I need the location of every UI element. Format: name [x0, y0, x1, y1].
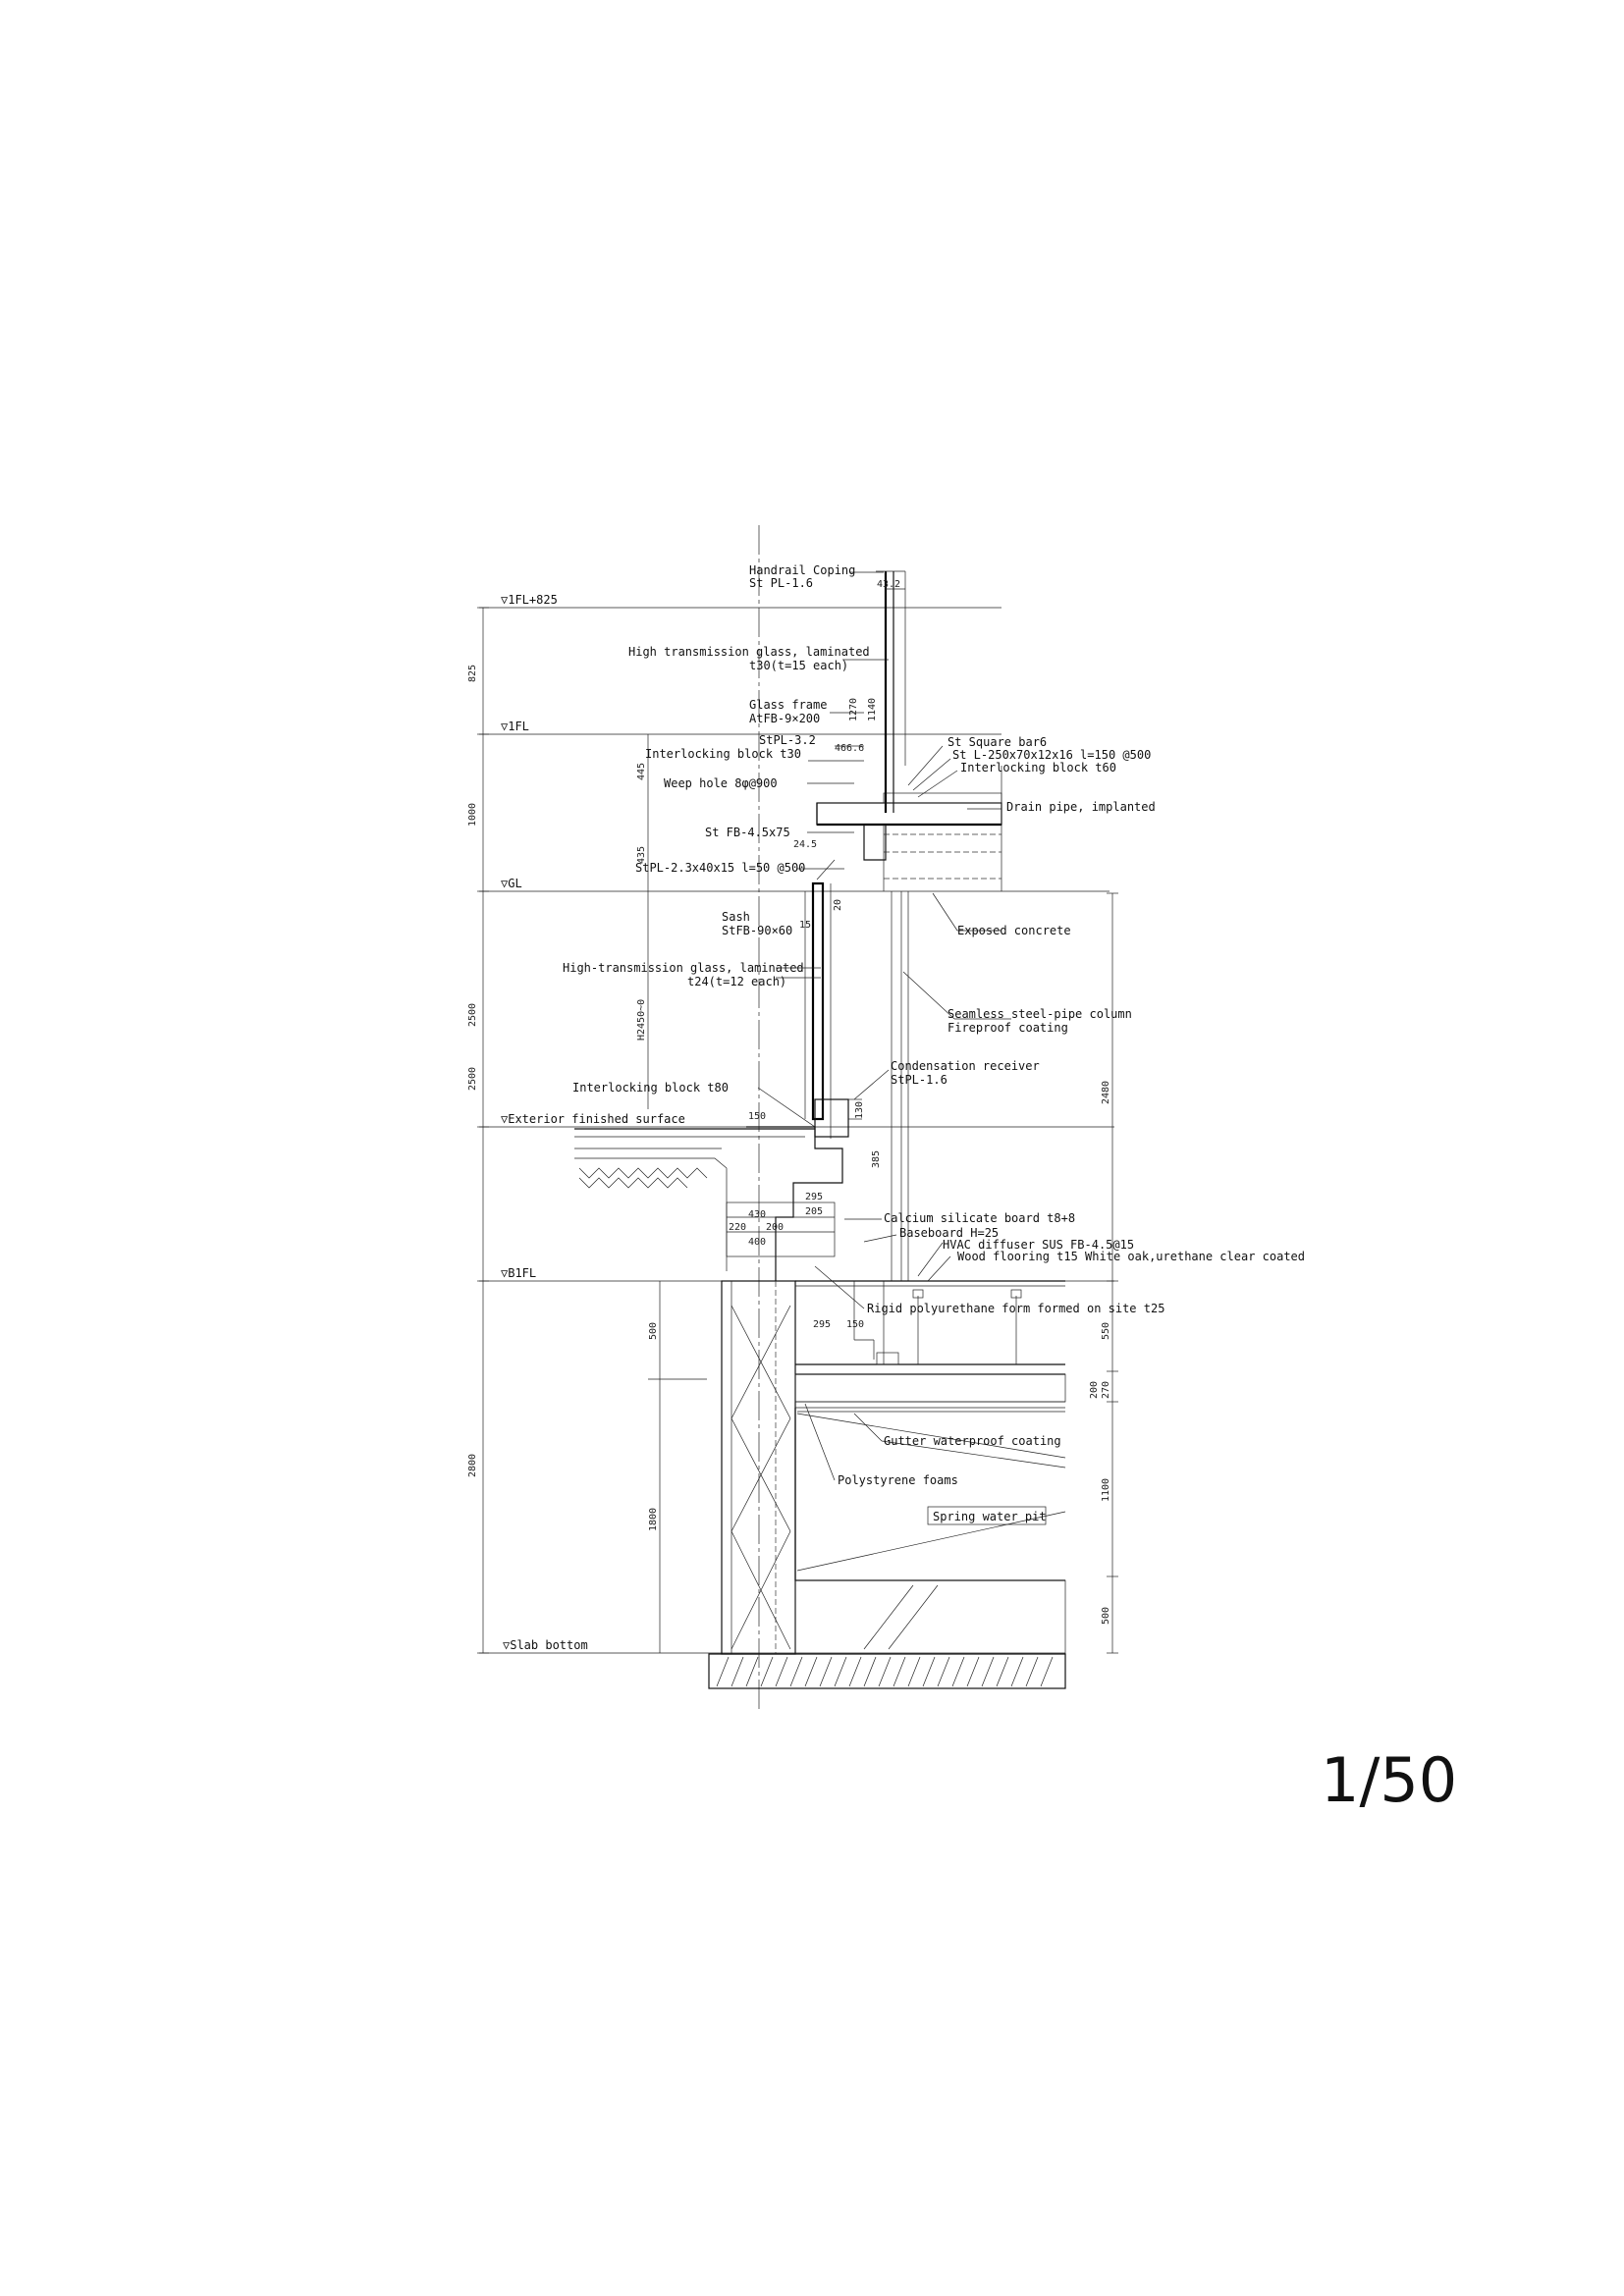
- label-calcium-board: Calcium silicate board t8+8: [884, 1211, 1075, 1225]
- spring-water-pit: [794, 1408, 1066, 1655]
- dim-right-1: 2480: [1101, 1081, 1111, 1104]
- label-gutter: Gutter waterproof coating: [884, 1434, 1061, 1448]
- dim-200: 200: [766, 1222, 784, 1233]
- label-high-glass-2: High-transmission glass, laminated: [563, 961, 804, 975]
- label-stpl-2-3: StPL-2.3x40x15 l=50 @500: [635, 861, 805, 875]
- dim-385: 385: [871, 1150, 882, 1168]
- dim-24-5: 24.5: [793, 839, 817, 850]
- dim-right-6: 500: [1101, 1607, 1111, 1625]
- label-weep-hole: Weep hole 8φ@900: [664, 776, 778, 790]
- dim-220: 220: [729, 1222, 746, 1233]
- dim-inner-3: H2450~0: [636, 999, 647, 1041]
- dim-inner-4: 500: [648, 1322, 659, 1340]
- first-floor-slab: [816, 766, 1002, 891]
- level-b1fl: ▽B1FL: [501, 1266, 536, 1280]
- level-1fl-825: ▽1FL+825: [501, 593, 558, 607]
- label-drain-pipe: Drain pipe, implanted: [1006, 800, 1156, 814]
- label-hvac: HVAC diffuser SUS FB-4.5@15: [943, 1238, 1134, 1252]
- label-st-fb-4-5: St FB-4.5x75: [705, 826, 790, 839]
- dim-right-5: 1100: [1101, 1478, 1111, 1502]
- label-interlocking-30: Interlocking block t30: [645, 747, 801, 761]
- label-high-glass-thickness: t30(t=15 each): [749, 659, 848, 672]
- dim-inner-1: 445: [636, 763, 647, 780]
- inner-dimension-chain: [647, 734, 707, 1653]
- label-interlocking-60: Interlocking block t60: [960, 761, 1116, 774]
- dim-inner-2: 435: [636, 846, 647, 864]
- label-steel-column: Seamless steel-pipe column: [947, 1007, 1132, 1021]
- dim-right-2: 550: [1101, 1322, 1111, 1340]
- label-stpl-3-2: StPL-3.2: [759, 733, 816, 747]
- spring-pit-label-box: [927, 1506, 1047, 1525]
- label-st-l: St L-250x70x12x16 l=150 @500: [952, 748, 1151, 762]
- dim-left-2: 1000: [467, 803, 478, 827]
- dim-130: 130: [854, 1101, 865, 1119]
- label-handrail-coping: Handrail Coping: [749, 563, 855, 577]
- label-rigid-polyurethane: Rigid polyurethane form formed on site t…: [867, 1302, 1164, 1315]
- dim-150: 150: [748, 1111, 766, 1122]
- label-sash: Sash: [722, 910, 750, 924]
- right-dimension-chain: [1107, 892, 1118, 1654]
- basement-wall: [721, 1280, 796, 1655]
- dim-right-3: 200: [1089, 1381, 1100, 1399]
- label-high-glass-2-thickness: t24(t=12 each): [687, 975, 786, 988]
- dim-400: 400: [748, 1237, 766, 1248]
- dim-20: 20: [833, 899, 843, 911]
- dim-150b: 150: [846, 1319, 864, 1330]
- label-stfb-90: StFB-90×60: [722, 924, 792, 937]
- left-dimension-chain: [477, 607, 489, 1654]
- label-stpl-1-6-b: StPL-1.6: [891, 1073, 947, 1087]
- label-interlocking-80: Interlocking block t80: [572, 1081, 729, 1095]
- foundation-slab: [708, 1653, 1066, 1689]
- label-exposed-concrete: Exposed concrete: [957, 924, 1071, 937]
- label-wood-flooring: Wood flooring t15 White oak,urethane cle…: [957, 1250, 1305, 1263]
- annotation-labels: Handrail Coping St PL-1.6 High transmiss…: [563, 563, 1305, 1525]
- glass-balustrade: [876, 570, 906, 813]
- b1-floor-structure: [794, 1280, 1066, 1409]
- glazed-facade: [804, 881, 909, 1281]
- dim-295b: 295: [813, 1319, 831, 1330]
- label-fireproof: Fireproof coating: [947, 1021, 1068, 1035]
- label-high-glass: High transmission glass, laminated: [628, 645, 870, 659]
- dim-43-2: 43.2: [877, 579, 900, 590]
- dim-205: 205: [805, 1206, 823, 1217]
- dim-left-5: 2800: [467, 1454, 478, 1477]
- label-baseboard: Baseboard H=25: [899, 1226, 999, 1240]
- dim-left-3: 2500: [467, 1003, 478, 1027]
- level-exterior-surface: ▽Exterior finished surface: [501, 1112, 685, 1126]
- label-glass-frame: Glass frame: [749, 698, 827, 712]
- label-condensation: Condensation receiver: [891, 1059, 1040, 1073]
- dim-15: 15: [799, 920, 811, 931]
- dim-left-1: 825: [467, 665, 478, 682]
- dim-left-4: 2500: [467, 1067, 478, 1091]
- label-atfb: AtFB-9×200: [749, 712, 820, 725]
- dim-1270: 1270: [848, 698, 859, 721]
- dim-430: 430: [748, 1209, 766, 1220]
- drawing-scale: 1/50: [1321, 1744, 1457, 1816]
- leader-lines: [757, 571, 1066, 1481]
- dim-466-6: 466.6: [835, 743, 864, 754]
- label-st-pl-1-6: St PL-1.6: [749, 576, 813, 590]
- level-gl: ▽GL: [501, 877, 522, 890]
- upper-wall-dims: [726, 1201, 836, 1257]
- dim-inner-5: 1800: [648, 1508, 659, 1531]
- label-spring-water-pit: Spring water pit: [933, 1510, 1047, 1523]
- dim-295a: 295: [805, 1192, 823, 1202]
- exterior-ground: [574, 1128, 815, 1271]
- label-polystyrene: Polystyrene foams: [838, 1473, 958, 1487]
- label-square-bar: St Square bar6: [947, 735, 1047, 749]
- dim-1140: 1140: [867, 698, 878, 721]
- level-slab-bottom: ▽Slab bottom: [503, 1638, 588, 1652]
- level-1fl: ▽1FL: [501, 720, 529, 733]
- dim-right-4: 270: [1101, 1381, 1111, 1399]
